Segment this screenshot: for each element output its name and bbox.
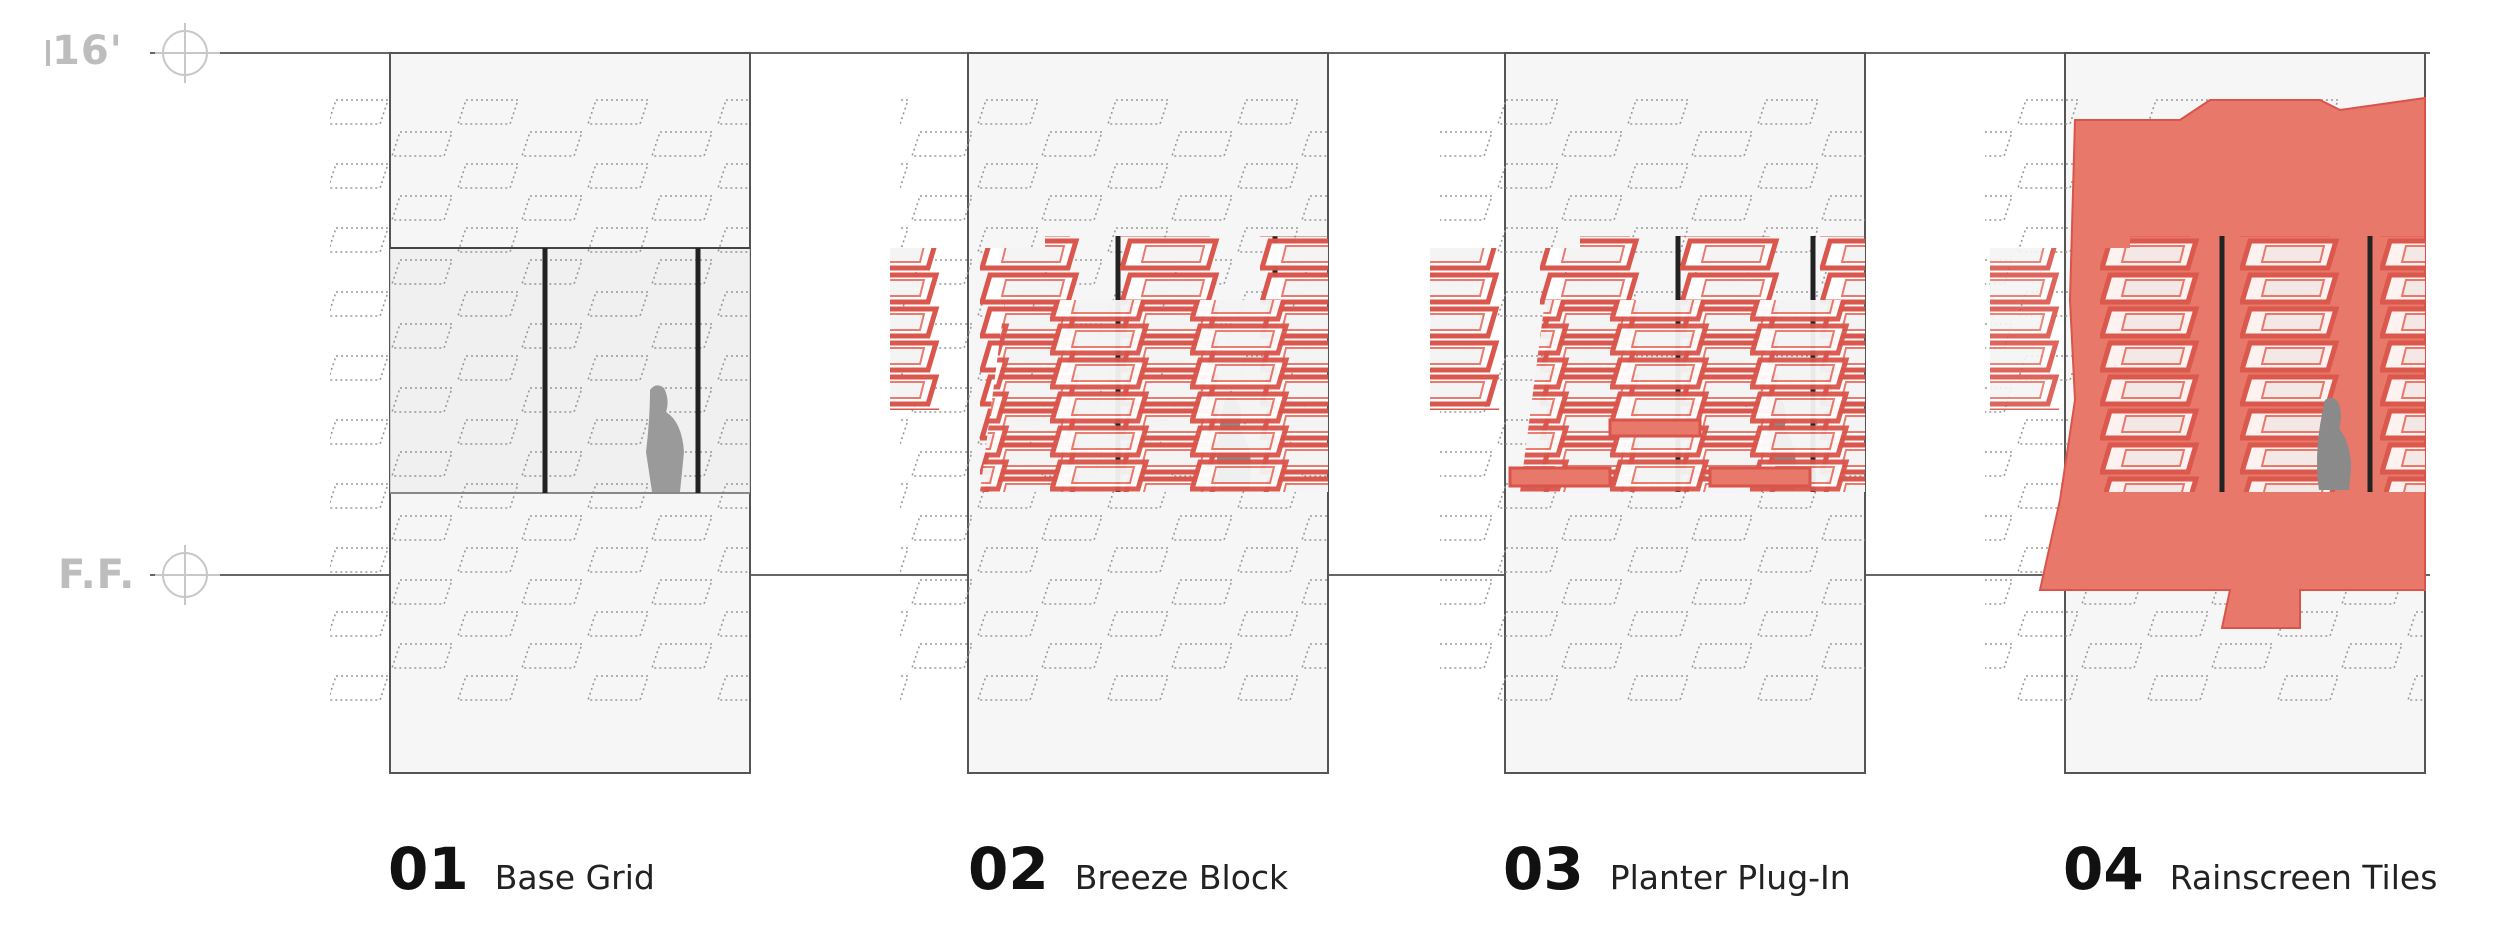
panel-breeze-block bbox=[890, 52, 1329, 774]
level-marker-top bbox=[46, 23, 220, 83]
caption-name: Base Grid bbox=[494, 858, 655, 897]
caption-rainscreen-tiles: 04 Rainscreen Tiles bbox=[2063, 835, 2437, 905]
panel-rainscreen-tiles bbox=[1985, 52, 2426, 774]
caption-number: 02 bbox=[968, 835, 1049, 903]
caption-name: Rainscreen Tiles bbox=[2169, 858, 2438, 897]
level-label-top: 16' bbox=[52, 28, 123, 74]
person-figure bbox=[2317, 397, 2351, 490]
caption-number: 01 bbox=[388, 835, 469, 903]
caption-number: 03 bbox=[1503, 835, 1584, 903]
caption-planter-plug-in: 03 Planter Plug-In bbox=[1503, 835, 1851, 905]
level-marker-floor bbox=[155, 545, 220, 605]
caption-name: Planter Plug-In bbox=[1609, 858, 1851, 897]
caption-breeze-block: 02 Breeze Block bbox=[968, 835, 1288, 905]
caption-number: 04 bbox=[2063, 835, 2144, 903]
level-label-floor: F.F. bbox=[58, 552, 136, 598]
breeze-block-field bbox=[890, 236, 1328, 492]
planter-field bbox=[1430, 236, 1865, 492]
caption-name: Breeze Block bbox=[1074, 858, 1289, 897]
rainscreen-field bbox=[1990, 96, 2426, 629]
panel-base-grid bbox=[330, 52, 751, 774]
panel-planter-plug-in bbox=[1430, 52, 1866, 774]
caption-base-grid: 01 Base Grid bbox=[388, 835, 655, 905]
person-figure bbox=[646, 385, 684, 492]
